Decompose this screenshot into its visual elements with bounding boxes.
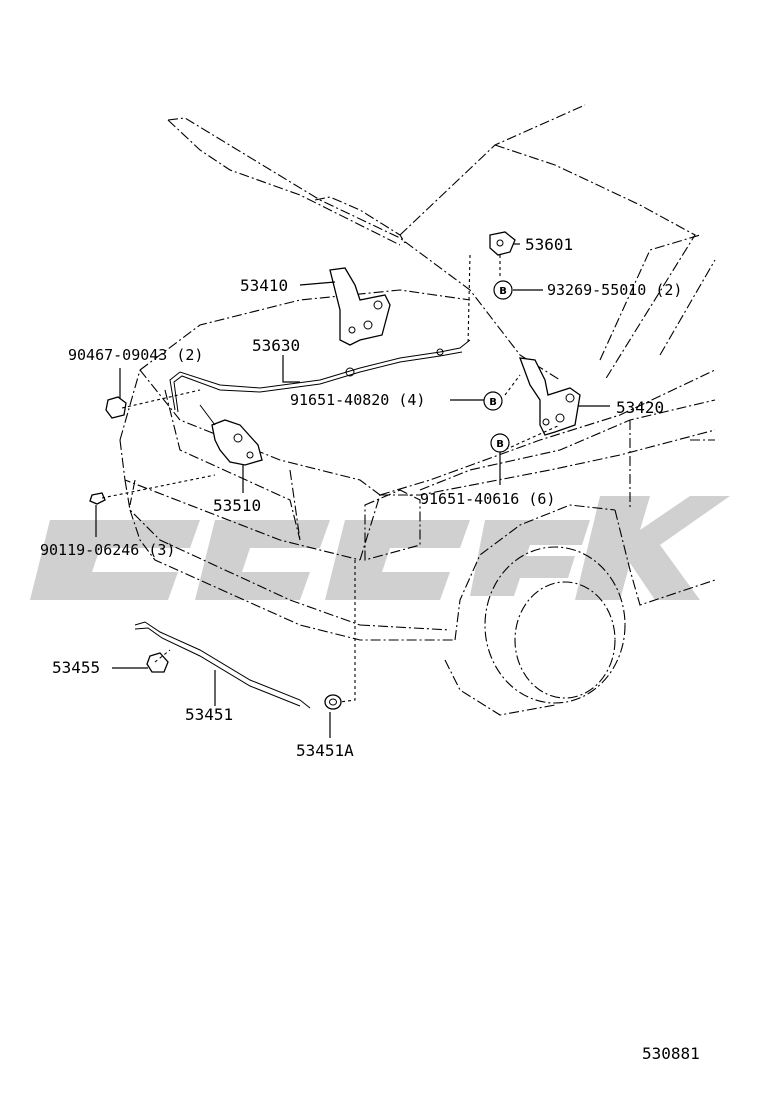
label-91651-40616: 91651-40616 (6): [420, 490, 555, 508]
label-91651-40820: 91651-40820 (4): [290, 391, 425, 409]
label-90119-06246: 90119-06246 (3): [40, 541, 175, 559]
label-53510: 53510: [213, 496, 261, 515]
connector-lines: [101, 254, 561, 703]
label-53455: 53455: [52, 658, 100, 677]
label-53420: 53420: [616, 398, 664, 417]
label-53601: 53601: [525, 235, 573, 254]
clip-icon: [105, 396, 127, 419]
hood-latch-icon: [489, 231, 516, 256]
hood-hinge-icon: [519, 357, 581, 436]
clip-icon: [146, 652, 169, 673]
hood-support-rod: [134, 621, 311, 709]
label-53451A: 53451A: [296, 741, 354, 760]
hood-hinge-icon: [329, 267, 391, 346]
hood-latch-icon: [199, 404, 263, 466]
vehicle-outline: [119, 104, 716, 716]
label-90467-09043: 90467-09043 (2): [68, 346, 203, 364]
label-53451: 53451: [185, 705, 233, 724]
hood-lock-cable-icon: [169, 339, 471, 413]
svg-text:B: B: [489, 397, 497, 408]
svg-text:B: B: [499, 286, 507, 297]
figure-number: 530881: [642, 1044, 700, 1063]
badge-91651-40820: B: [483, 391, 503, 411]
label-53410: 53410: [240, 276, 288, 295]
label-93269-55010: 93269-55010 (2): [547, 281, 682, 299]
badge-91651-40616: B: [490, 433, 510, 453]
badge-93269: B: [493, 280, 513, 300]
grommet-icon: [324, 694, 342, 710]
label-53630: 53630: [252, 336, 300, 355]
bolt-icon: [89, 492, 106, 505]
svg-text:B: B: [496, 439, 504, 450]
leader-lines: [95, 243, 610, 738]
